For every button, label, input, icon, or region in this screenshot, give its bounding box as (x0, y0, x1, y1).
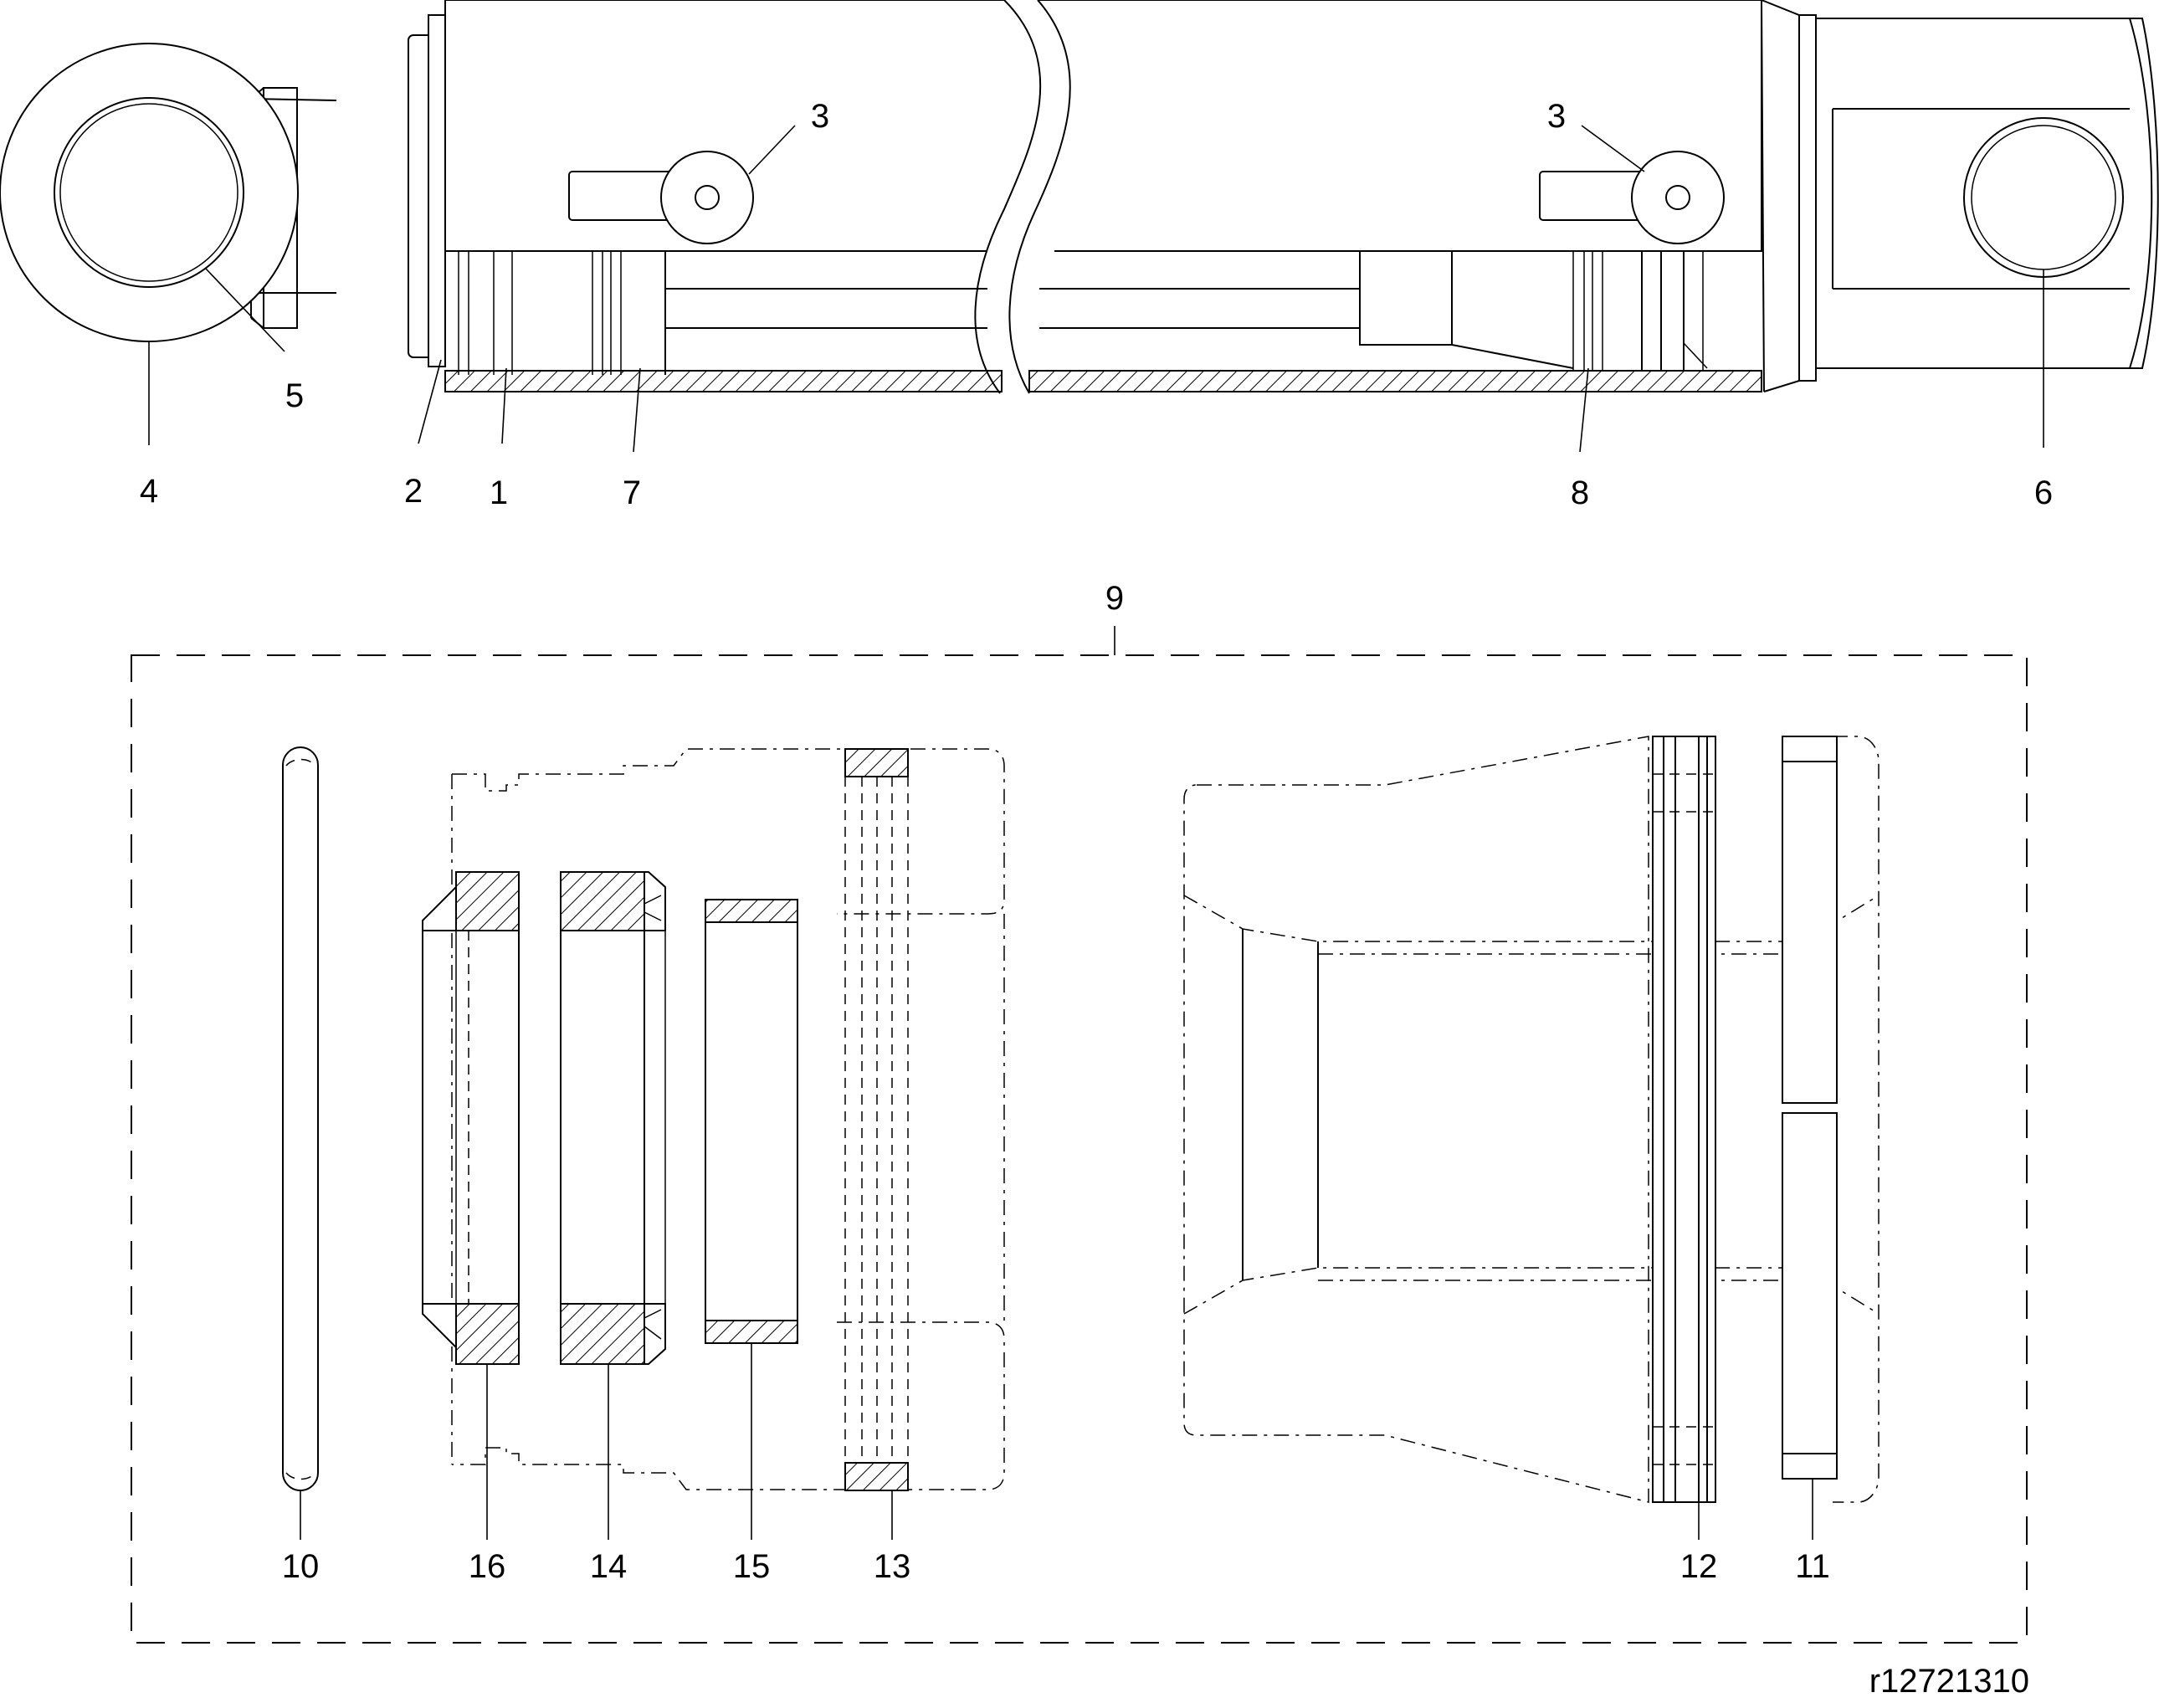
callout-13: 13 (874, 1548, 911, 1585)
callout-12: 12 (1680, 1548, 1718, 1585)
gland-o-ring-part (844, 748, 909, 1491)
seal-kit-boundary (131, 654, 2028, 1644)
wiper-seal-part (422, 871, 520, 1365)
callout-8: 8 (1571, 474, 1589, 511)
o-ring-part (282, 746, 319, 1491)
piston-area (1359, 251, 1708, 371)
seal-kit-group: 9 (131, 580, 2028, 1644)
callout-4: 4 (140, 473, 158, 510)
callout-16: 16 (469, 1548, 506, 1585)
callout-2: 2 (404, 473, 423, 510)
callout-3-left: 3 (811, 98, 829, 135)
callout-11: 11 (1795, 1548, 1830, 1585)
leader-2 (418, 359, 442, 444)
piston-phantom (1183, 736, 1880, 1503)
callout-6: 6 (2034, 474, 2053, 511)
cylinder-assembly: 4 5 2 1 7 3 3 8 6 (0, 0, 2159, 511)
callout-10: 10 (282, 1548, 320, 1585)
callout-3-right: 3 (1547, 98, 1566, 135)
rod-eye (0, 43, 337, 342)
leader-3a (748, 125, 796, 175)
grease-fitting-left (568, 151, 754, 244)
leader-3b (1581, 125, 1645, 172)
callout-7: 7 (623, 474, 641, 511)
rod-seal-part (560, 871, 666, 1365)
callout-5: 5 (285, 377, 304, 414)
piston-wear-ring-part (1782, 736, 1838, 1480)
callout-9: 9 (1105, 580, 1124, 617)
cylinder-base (1761, 0, 2159, 392)
leader-8 (1579, 367, 1589, 453)
callout-15: 15 (733, 1548, 771, 1585)
wear-ring-part (705, 899, 798, 1344)
gland-housing-phantom (451, 748, 1005, 1490)
leader-1 (501, 367, 507, 444)
piston-seal-part (1652, 736, 1716, 1503)
leader-7 (633, 367, 641, 453)
grease-fitting-right (1539, 151, 1725, 244)
callout-14: 14 (590, 1548, 628, 1585)
cylinder-barrel (444, 0, 1762, 394)
figure-reference: r12721310 (1869, 1663, 2029, 1700)
gland-area (408, 14, 666, 375)
leader-5 (204, 267, 285, 352)
callout-1: 1 (490, 474, 508, 511)
